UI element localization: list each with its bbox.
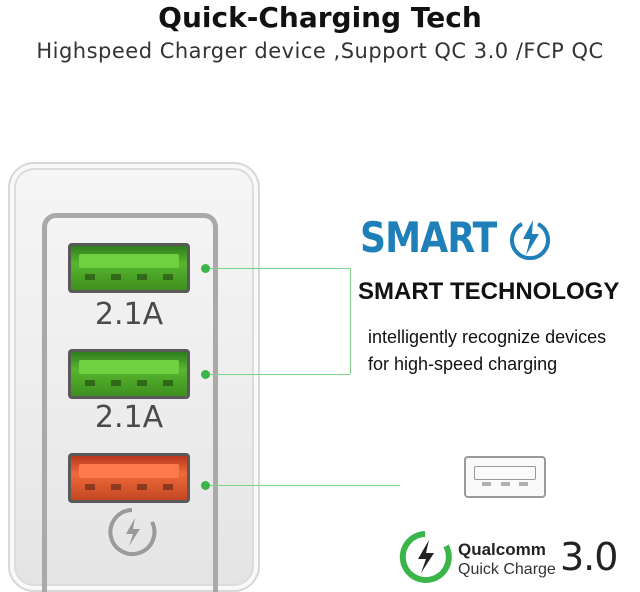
usb-port-3 xyxy=(68,453,190,503)
smart-description-line-2: for high-speed charging xyxy=(368,354,558,374)
leader-bracket xyxy=(350,268,351,374)
leader-line-2 xyxy=(210,374,350,375)
quick-charge-label: Quick Charge xyxy=(458,561,556,578)
usb-port-1 xyxy=(68,243,190,293)
qualcomm-brand: Qualcomm xyxy=(458,540,546,559)
usb-plug-icon xyxy=(464,456,546,498)
smart-logo-text: SMART xyxy=(360,213,497,262)
page-subtitle: Highspeed Charger device ,Support QC 3.0… xyxy=(36,39,604,63)
smart-description-line-1: intelligently recognize devices xyxy=(368,327,607,347)
charger-frame xyxy=(42,213,218,592)
port-rating-2: 2.1A xyxy=(94,400,164,435)
leader-dot-2 xyxy=(201,370,210,379)
leader-line-3 xyxy=(210,485,400,486)
usb-port-2 xyxy=(68,349,190,399)
quick-charge-bolt-icon xyxy=(399,531,452,583)
power-bolt-icon xyxy=(510,220,550,260)
page-title: Quick-Charging Tech xyxy=(158,1,482,34)
leader-dot-1 xyxy=(201,264,210,273)
port-rating-1: 2.1A xyxy=(94,297,164,332)
smart-technology-heading: SMART TECHNOLOGY xyxy=(358,278,620,305)
leader-dot-3 xyxy=(201,481,210,490)
quick-charge-version: 3.0 xyxy=(560,535,618,579)
leader-line-1 xyxy=(210,268,350,269)
quick-charge-bolt-icon xyxy=(108,508,157,556)
